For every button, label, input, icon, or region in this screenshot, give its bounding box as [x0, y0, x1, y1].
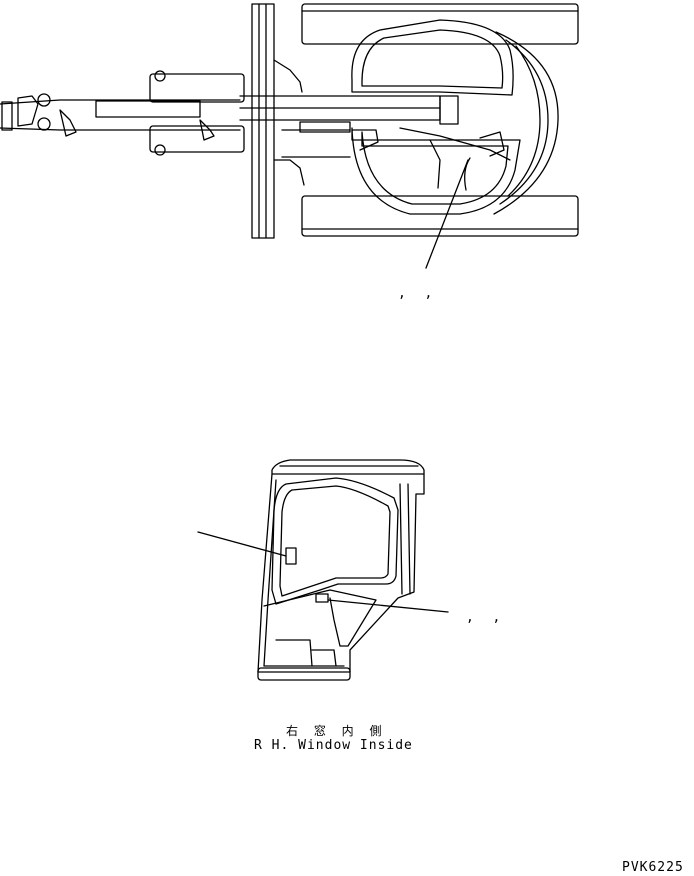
- lower-track: [301, 195, 579, 237]
- leader-line-top: [425, 159, 469, 269]
- boom: [0, 70, 441, 156]
- dozer-blade: [251, 3, 275, 239]
- cab-top: [351, 19, 521, 215]
- caption-japanese: 右 窓 内 側: [286, 724, 388, 738]
- decal-panel: [315, 593, 329, 603]
- leader-line-panel: [327, 599, 449, 613]
- decal-window: [285, 547, 297, 565]
- top-callout-marks: , ,: [398, 286, 434, 301]
- leader-line-window: [197, 531, 287, 557]
- caption-english: R H. Window Inside: [254, 738, 413, 753]
- cab-side-view: [197, 459, 449, 681]
- excavator-top-view: [0, 3, 579, 269]
- drawing-code: PVK6225: [622, 860, 684, 875]
- cab-callout-marks: , ,: [466, 610, 502, 625]
- upper-track: [301, 3, 579, 45]
- counterweight: [493, 31, 559, 215]
